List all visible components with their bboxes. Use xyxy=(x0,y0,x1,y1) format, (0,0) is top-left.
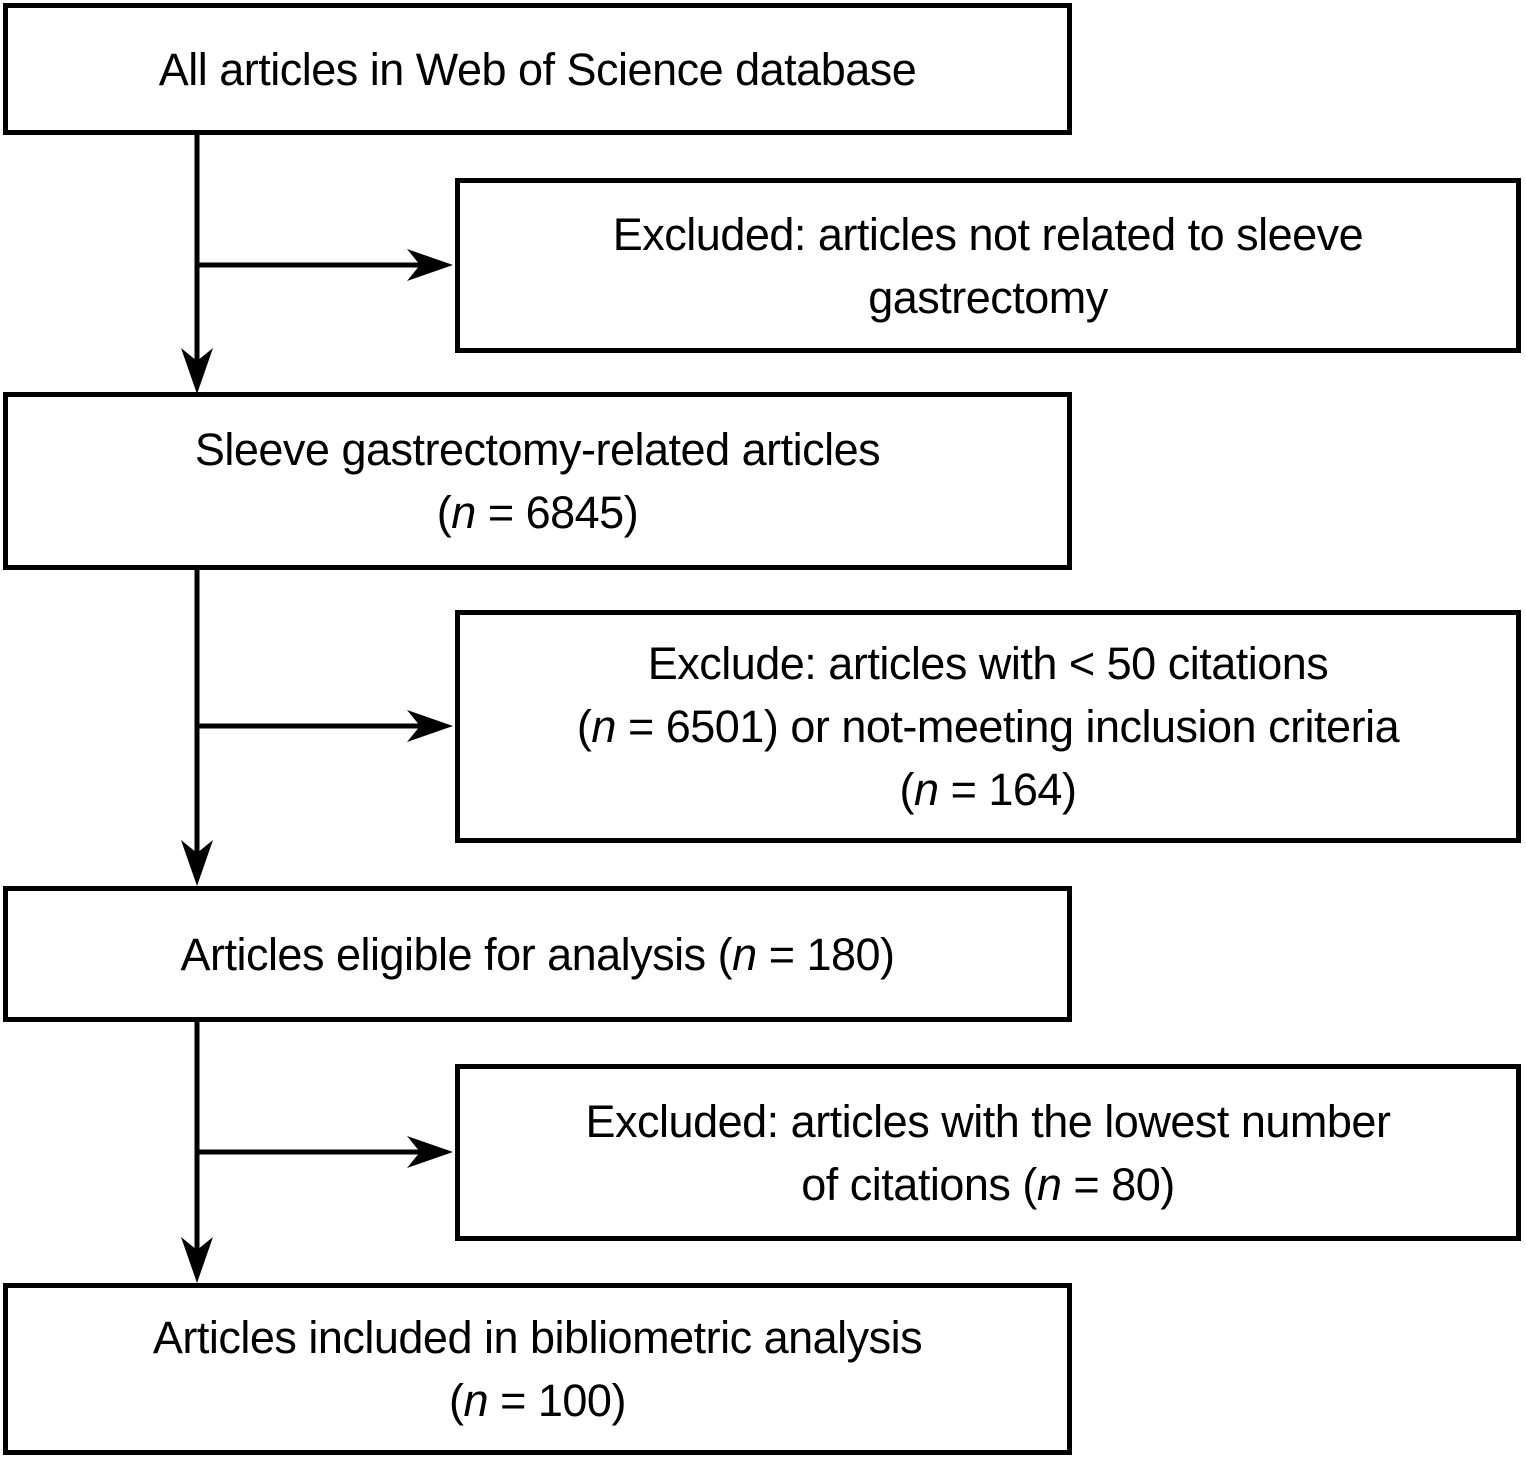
box-text-line: Articles eligible for analysis (n = 180) xyxy=(180,928,895,980)
arrowhead-down-2 xyxy=(181,840,213,886)
arrowhead-down-1 xyxy=(181,348,213,394)
flowchart-box-exclude-citations-criteria: Exclude: articles with < 50 citations (n … xyxy=(455,610,1521,843)
box-text-line: (n = 6845) xyxy=(436,487,639,538)
box-text-line: (n = 164) xyxy=(899,764,1077,815)
arrowhead-right-2 xyxy=(407,710,453,742)
flowchart-box-excluded-not-related: Excluded: articles not related to sleeve… xyxy=(455,178,1521,353)
box-text-line: Exclude: articles with < 50 citations xyxy=(647,638,1329,689)
box-text-line: (n = 100) xyxy=(449,1375,626,1426)
box-text-line: Sleeve gastrectomy-related articles xyxy=(194,424,881,475)
box-text-line: Articles included in bibliometric analys… xyxy=(152,1312,923,1363)
flowchart-box-excluded-lowest-citations: Excluded: articles with the lowest numbe… xyxy=(455,1064,1521,1241)
box-text-line: Excluded: articles with the lowest numbe… xyxy=(585,1095,1391,1147)
flowchart-box-sleeve-gastrectomy-articles: Sleeve gastrectomy-related articles (n = … xyxy=(3,392,1072,570)
arrowhead-down-3 xyxy=(181,1237,213,1283)
flowchart-box-eligible-for-analysis: Articles eligible for analysis (n = 180) xyxy=(3,886,1072,1022)
box-text-line: of citations (n = 80) xyxy=(801,1158,1175,1210)
box-text-line: gastrectomy xyxy=(868,271,1108,323)
box-text-line: Excluded: articles not related to sleeve xyxy=(612,208,1364,260)
arrowhead-right-3 xyxy=(407,1136,453,1168)
box-text-line: All articles in Web of Science database xyxy=(158,43,917,95)
flowchart-box-included-bibliometric-analysis: Articles included in bibliometric analys… xyxy=(3,1283,1072,1455)
arrowhead-right-1 xyxy=(407,249,453,281)
box-text-line: (n = 6501) or not-meeting inclusion crit… xyxy=(576,701,1400,752)
flowchart-box-all-articles: All articles in Web of Science database xyxy=(3,3,1072,135)
